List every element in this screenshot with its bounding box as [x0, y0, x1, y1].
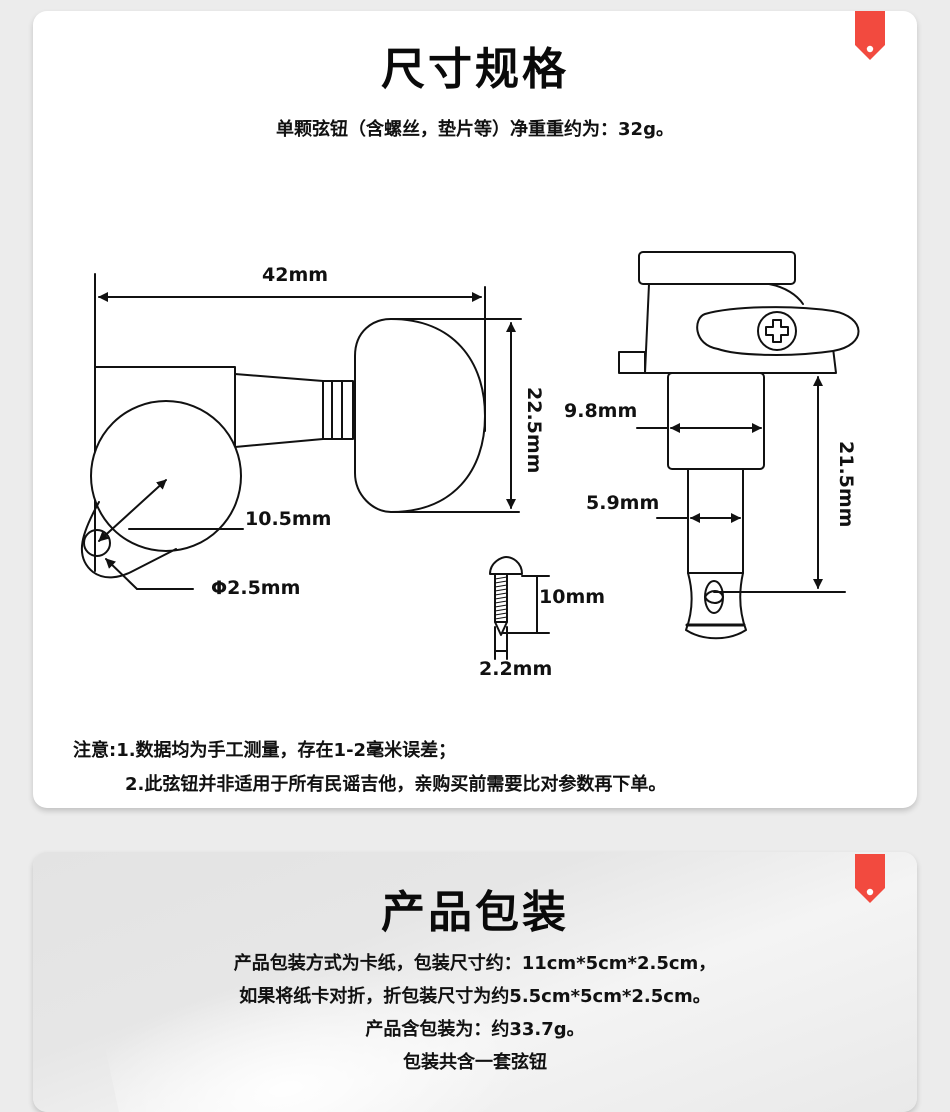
- tuner-front-view: [618, 251, 860, 640]
- packaging-line-weight: 产品含包装为：约33.7g。: [365, 1019, 585, 1040]
- dim-bushing-width: 9.8mm: [564, 400, 638, 422]
- spec-card: 尺寸规格 单颗弦钮（含螺丝，垫片等）净重重约为：32g。: [33, 11, 917, 808]
- dim-overall-length: 42mm: [262, 264, 329, 286]
- packaging-line-contents: 包装共含一套弦钮: [403, 1052, 547, 1073]
- phillips-screw-icon: [765, 319, 789, 343]
- screw-view: [489, 556, 550, 660]
- note-line-2: 2.此弦钮并非适用于所有民谣吉他，亲购买前需要比对参数再下单。: [125, 774, 667, 795]
- tuner-side-view: [80, 273, 522, 590]
- dim-post-height: 21.5mm: [835, 441, 857, 528]
- spec-title: 尺寸规格: [381, 44, 569, 95]
- packaging-line-folded: 如果将纸卡对折，折包装尺寸为约5.5cm*5cm*2.5cm。: [239, 986, 711, 1007]
- note-line-1: 注意:1.数据均为手工测量，存在1-2毫米误差；: [73, 740, 457, 761]
- dim-screw-diameter: 2.2mm: [479, 658, 553, 680]
- net-weight-text: 单颗弦钮（含螺丝，垫片等）净重重约为：32g。: [276, 119, 674, 140]
- packaging-line-size: 产品包装方式为卡纸，包装尺寸约：11cm*5cm*2.5cm，: [233, 953, 717, 974]
- dim-post-width: 5.9mm: [586, 492, 660, 514]
- packaging-details: 产品包装方式为卡纸，包装尺寸约：11cm*5cm*2.5cm， 如果将纸卡对折，…: [33, 947, 917, 1079]
- price-tag-icon: [855, 854, 885, 903]
- dim-button-height: 22.5mm: [523, 387, 545, 474]
- dim-screw-length: 10mm: [539, 586, 606, 608]
- dim-mount-hole: Φ2.5mm: [211, 577, 301, 599]
- packaging-title: 产品包装: [381, 887, 569, 938]
- packaging-card: 产品包装 产品包装方式为卡纸，包装尺寸约：11cm*5cm*2.5cm， 如果将…: [33, 852, 917, 1112]
- tuner-dimension-drawing: [80, 251, 860, 660]
- price-tag-icon: [855, 11, 885, 60]
- dim-gear-diameter: 10.5mm: [245, 508, 332, 530]
